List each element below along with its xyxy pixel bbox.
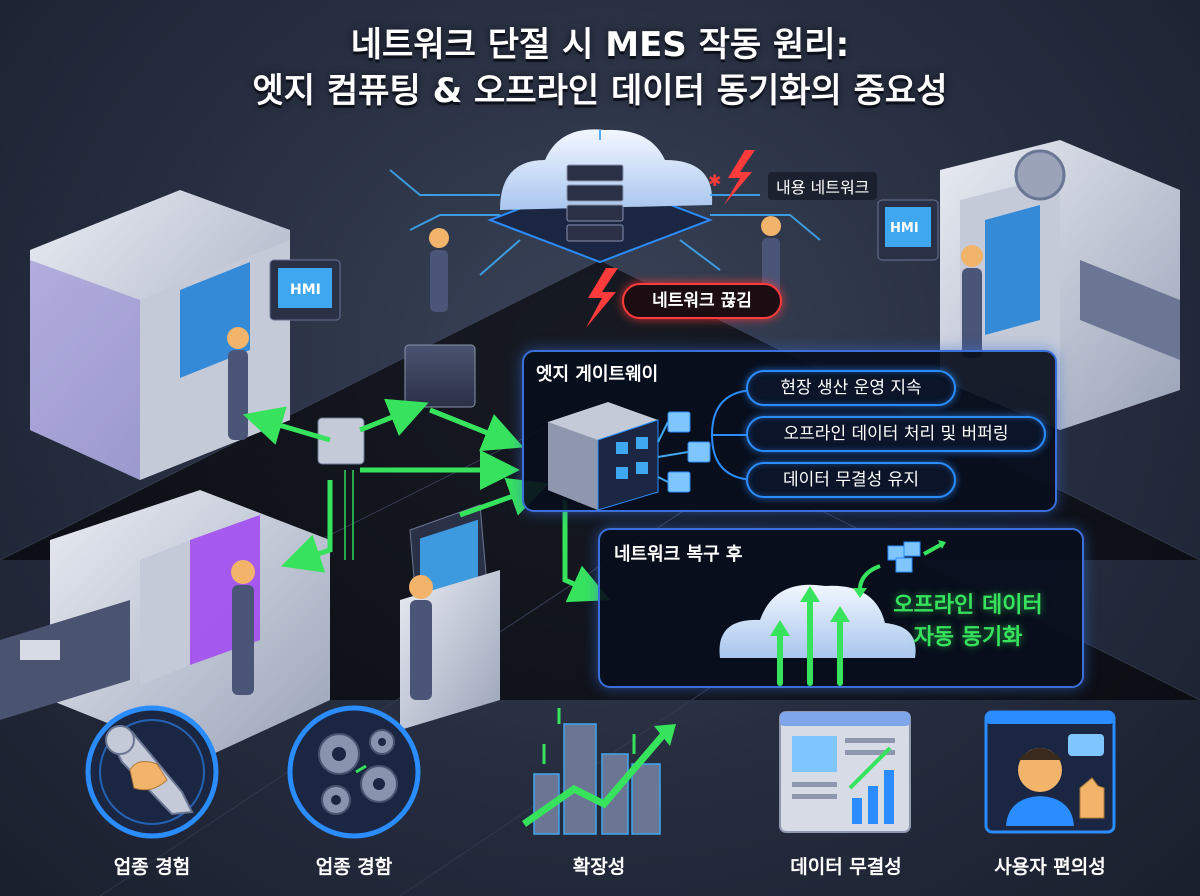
feature-label: 확장성 — [572, 856, 626, 878]
data-chart-icon — [779, 711, 911, 833]
cloud-server — [389, 129, 821, 276]
edge-gateway-device-icon — [548, 402, 711, 511]
sync-line-1: 오프라인 데이터 — [893, 593, 1043, 618]
feature-label: 사용자 편의성 — [994, 856, 1106, 878]
function-pill: 오프라인 데이터 처리 및 버퍼링 — [746, 416, 1046, 452]
lightning-icon — [724, 150, 755, 205]
city-growth-icon — [521, 708, 676, 835]
cnc-machine-bottom-left — [0, 490, 330, 760]
data-blocks-icon — [887, 540, 946, 573]
feature-label: 업종 경험 — [113, 856, 191, 878]
cnc-machine-top-left: HMI — [30, 190, 341, 480]
control-cabinet — [404, 344, 476, 408]
gears-icon — [287, 705, 421, 839]
edge-gateway-title: 엣지 게이트웨이 — [536, 364, 659, 385]
network-label: 내용 네트워크 — [768, 172, 878, 200]
svg-text:HMI: HMI — [890, 221, 919, 236]
edge-gateway-panel: 엣지 게이트웨이 현장 생산 운영 지속 오프라인 데이터 처리 및 버퍼링 데… — [522, 350, 1057, 512]
svg-text:✱: ✱ — [708, 171, 721, 190]
sync-arrow-icon — [853, 564, 881, 598]
user-thumbs-up-icon — [984, 710, 1116, 834]
recovery-panel: 네트워크 복구 후 — [598, 528, 1084, 688]
page-title: 네트워크 단절 시 MES 작동 원리: 엣지 컴퓨팅 & 오프라인 데이터 동… — [0, 22, 1200, 114]
feature-label: 데이터 무결성 — [790, 856, 902, 878]
disconnect-badge: 네트워크 끊김 — [622, 283, 782, 319]
cloud-upload-icon — [719, 584, 916, 686]
wrench-hand-icon — [85, 705, 219, 839]
sync-status-text: 오프라인 데이터 자동 동기화 — [868, 590, 1068, 654]
lightning-icon — [586, 268, 618, 328]
function-pill: 현장 생산 운영 지속 — [746, 370, 956, 406]
title-line-2: 엣지 컴퓨팅 & 오프라인 데이터 동기화의 중요성 — [252, 71, 948, 111]
sync-line-2: 자동 동기화 — [913, 625, 1023, 650]
recovery-title: 네트워크 복구 후 — [614, 544, 743, 565]
feature-label: 업종 경함 — [315, 856, 393, 878]
workers — [227, 216, 983, 700]
title-line-1: 네트워크 단절 시 MES 작동 원리: — [350, 25, 850, 65]
sensor-box — [317, 417, 365, 465]
svg-text:HMI: HMI — [290, 282, 321, 298]
function-pill: 데이터 무결성 유지 — [746, 462, 956, 498]
